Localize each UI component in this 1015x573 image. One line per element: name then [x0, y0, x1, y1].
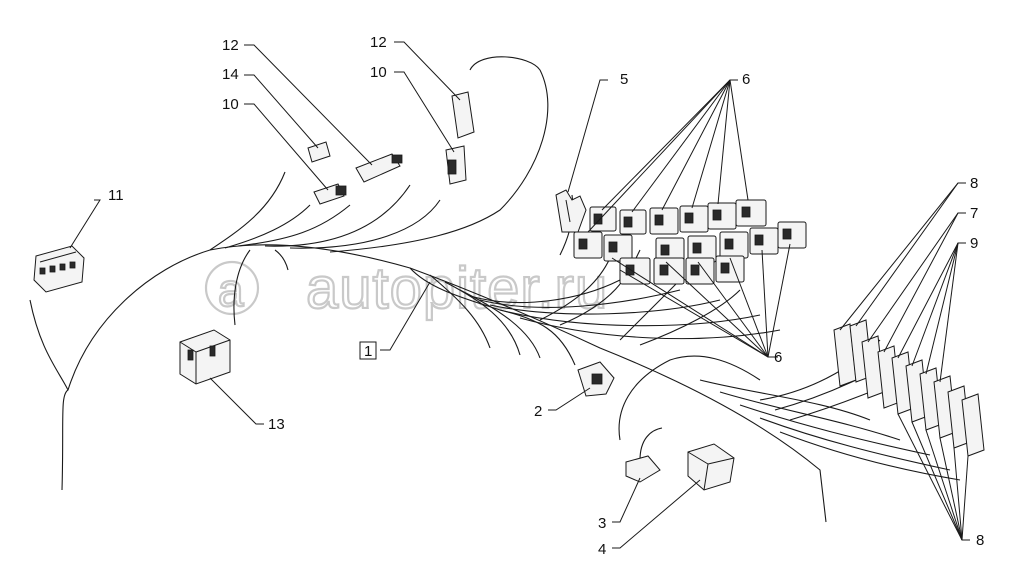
bracket-part-5 — [555, 189, 587, 233]
callout-6-top: 6 — [742, 71, 750, 88]
callout-10-left: 10 — [222, 96, 239, 113]
callout-1: 1 — [364, 343, 372, 360]
callout-box-1 — [359, 341, 377, 360]
callout-3: 3 — [598, 515, 606, 532]
callout-6-bottom: 6 — [774, 349, 782, 366]
callout-12-left: 12 — [222, 37, 239, 54]
callout-labels: 1 2 3 4 5 6 6 7 8 8 9 10 10 11 12 12 13 … — [108, 34, 984, 558]
connector-part-2 — [577, 361, 615, 397]
pins-left-group — [307, 141, 403, 205]
connector-cluster-6 — [573, 199, 807, 285]
relay-part-13 — [179, 329, 231, 385]
callout-10-right: 10 — [370, 64, 387, 81]
callout-5: 5 — [620, 71, 628, 88]
connectors-part-3-4 — [625, 443, 735, 491]
callout-9: 9 — [970, 235, 978, 252]
callout-2: 2 — [534, 403, 542, 420]
callout-12-right: 12 — [370, 34, 387, 51]
callout-8-bottom: 8 — [976, 532, 984, 549]
pins-right-group — [445, 91, 475, 185]
connector-part-11 — [33, 245, 85, 293]
callout-4: 4 — [598, 541, 606, 558]
callout-13: 13 — [268, 416, 285, 433]
watermark: a autopiter.ru — [204, 255, 608, 322]
leader-lines — [69, 41, 970, 549]
callout-14: 14 — [222, 66, 239, 83]
callout-11: 11 — [108, 187, 124, 204]
callout-8-top: 8 — [970, 175, 978, 192]
svg-text:a: a — [218, 264, 245, 316]
connector-stack-7-8-9 — [833, 319, 985, 457]
callout-7: 7 — [970, 205, 978, 222]
